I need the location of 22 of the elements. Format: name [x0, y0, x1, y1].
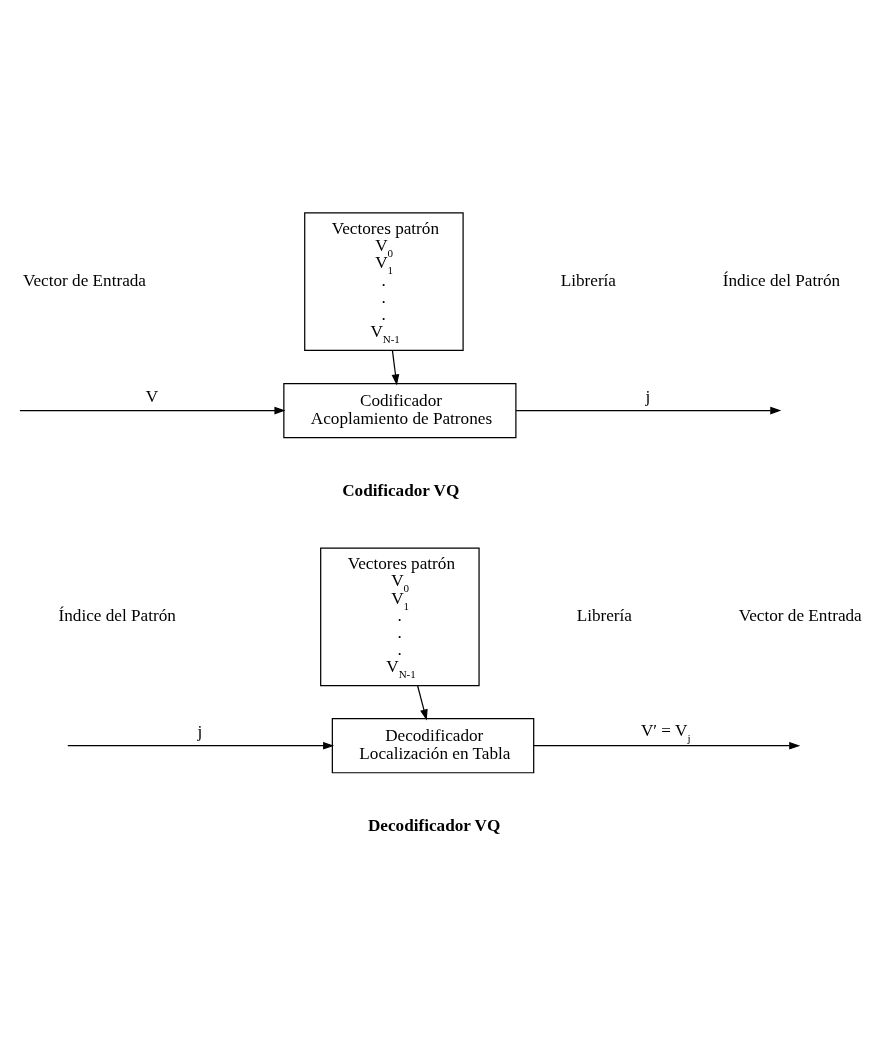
- arrow: [515, 406, 782, 414]
- arrow: [67, 741, 335, 750]
- arrow: [533, 741, 801, 750]
- label: Índice del Patrón: [722, 270, 841, 290]
- edge-label: j: [645, 386, 651, 406]
- arrow: [417, 684, 428, 720]
- label: Índice del Patrón: [58, 605, 176, 625]
- label: Decodificador VQ: [367, 815, 501, 835]
- label: Codificador VQ: [342, 480, 460, 500]
- edge-label: j: [197, 721, 203, 741]
- edge-label: V′ = V$_{j}$: [640, 720, 691, 744]
- arrow: [19, 406, 286, 414]
- label: Vector de Entrada: [738, 605, 862, 625]
- label: Vector de Entrada: [22, 270, 146, 290]
- node-box: Decodificador Localización en Tabla: [331, 717, 535, 773]
- edge-label: V: [145, 386, 159, 406]
- node-box: Vectores patrón V$_{0}$ V$_{1}$ . . . V$_{N-1}$: [320, 546, 480, 686]
- node-box: Codificador Acoplamiento de Patrones: [283, 382, 517, 438]
- arrow: [391, 349, 400, 385]
- label: Librería: [560, 270, 617, 290]
- node-box: Vectores patrón V$_{0}$ V$_{1}$ . . . V$_{N-1}$: [304, 211, 464, 351]
- label: Librería: [576, 605, 632, 625]
